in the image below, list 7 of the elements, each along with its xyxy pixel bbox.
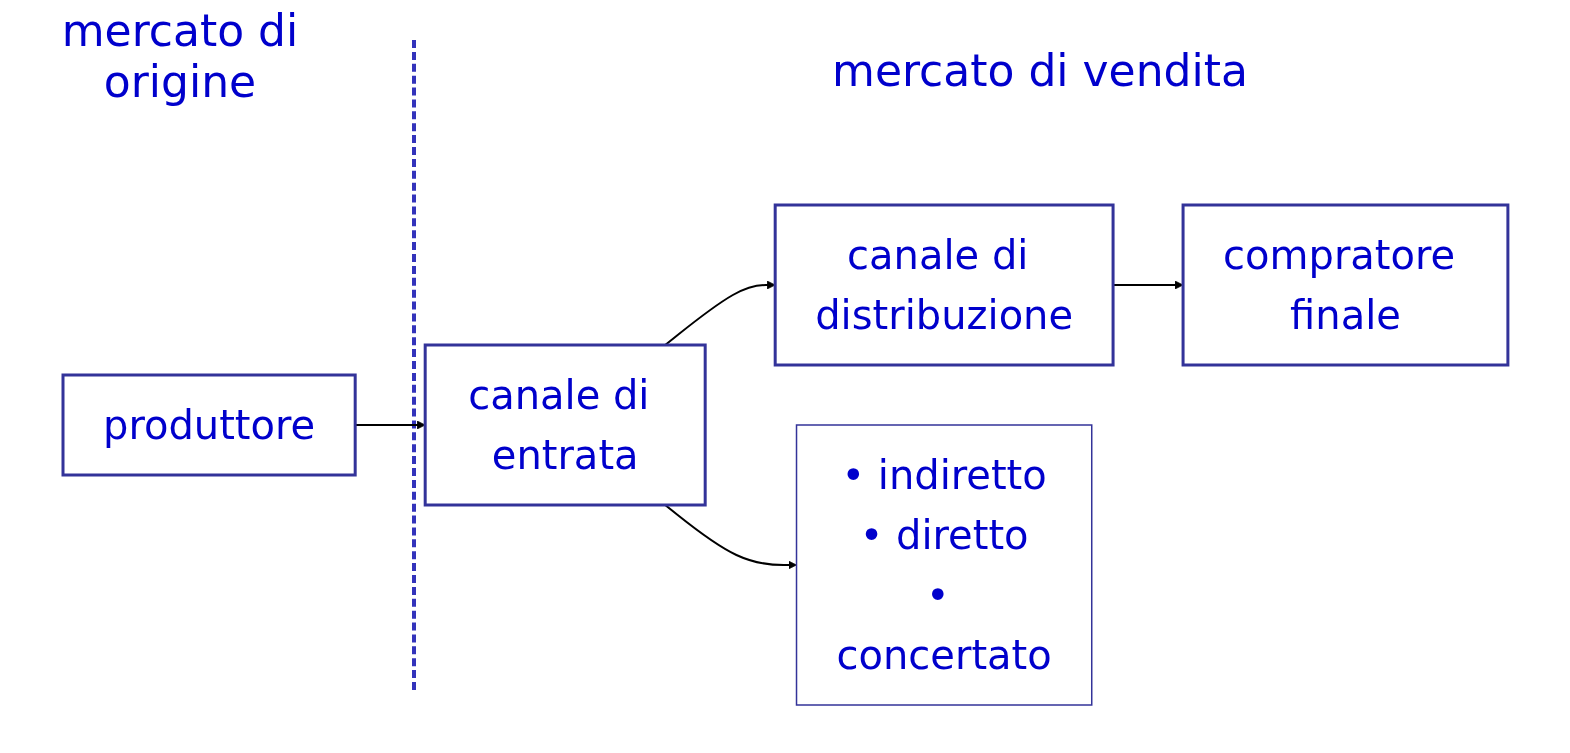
node-box: produttore: [61, 373, 357, 477]
region-label: mercato di vendita: [831, 45, 1249, 96]
node-box: canale di entrata: [423, 343, 707, 507]
region-label: mercato di origine: [60, 5, 300, 107]
node-box: • indiretto • diretto • concertato: [795, 424, 1093, 706]
node-box: canale di distribuzione: [773, 203, 1115, 367]
node-box: compratore finale: [1181, 203, 1509, 367]
